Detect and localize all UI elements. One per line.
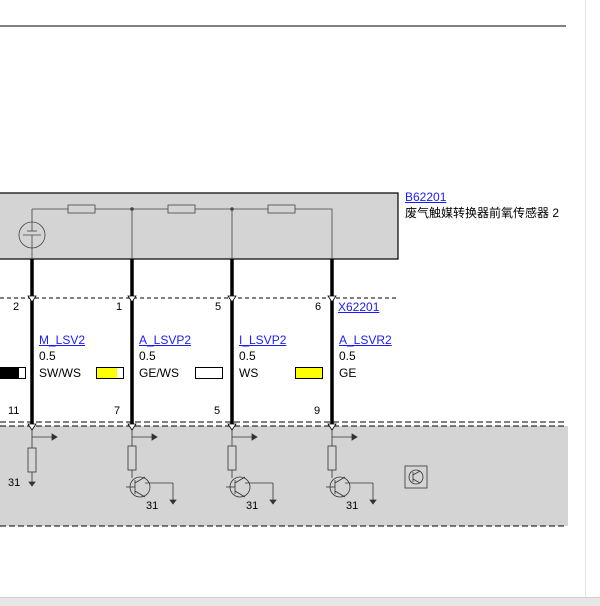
wire-color-swatch	[295, 367, 323, 379]
resistor-symbol	[167, 204, 196, 214]
component-id-link[interactable]: B62201	[405, 190, 447, 204]
wire-signal-link[interactable]: A_LSVP2	[139, 333, 192, 347]
wire-color-code: WS	[239, 366, 259, 380]
wire-color-code: GE	[339, 366, 357, 380]
top-pin-number: 1	[116, 301, 123, 313]
top-pin-number: 5	[215, 301, 222, 313]
control-unit-internals	[27, 430, 377, 505]
wire-size: 0.5	[339, 349, 356, 363]
control-unit-pin-markers	[27, 423, 337, 431]
ground-label: 31	[246, 500, 259, 512]
wire-color-code: GE/WS	[139, 366, 180, 380]
bottom-pin-number: 9	[314, 405, 321, 417]
top-pin-number: 6	[315, 301, 322, 313]
voltage-source-icon	[18, 221, 46, 249]
ground-label: 31	[346, 500, 359, 512]
wire-signal-link[interactable]: I_LSVP2	[239, 333, 287, 347]
wire-color-code: SW/WS	[39, 366, 81, 380]
bottom-pin-number: 5	[214, 405, 221, 417]
ground-label: 31	[8, 477, 21, 489]
wire-bundle	[30, 259, 334, 424]
junction-dot	[230, 207, 234, 211]
control-unit-symbol-icon	[404, 465, 428, 489]
wire-color-swatch	[96, 367, 124, 379]
control-unit-box	[0, 426, 568, 526]
wire-size: 0.5	[239, 349, 256, 363]
connector-pin-markers	[27, 295, 337, 303]
wire-signal-link[interactable]: M_LSV2	[39, 333, 86, 347]
status-bar	[0, 597, 600, 606]
connector-id-link[interactable]: X62201	[338, 300, 380, 314]
component-name: 废气触媒转换器前氧传感器 2	[405, 206, 560, 220]
bottom-pin-number: 7	[114, 405, 121, 417]
resistor-symbol	[267, 204, 296, 214]
junction-dot	[130, 207, 134, 211]
wire-size: 0.5	[39, 349, 56, 363]
ground-label: 31	[146, 500, 159, 512]
scrollbar-track[interactable]	[585, 0, 600, 597]
wire-color-swatch-prev	[0, 367, 26, 379]
top-pin-number: 2	[13, 301, 20, 313]
wire-color-swatch	[195, 367, 223, 379]
wire-size: 0.5	[139, 349, 156, 363]
wire-signal-link[interactable]: A_LSVR2	[339, 333, 392, 347]
resistor-symbol	[67, 204, 96, 214]
sensor-component-box	[0, 192, 399, 260]
bottom-pin-number: 11	[8, 405, 20, 417]
